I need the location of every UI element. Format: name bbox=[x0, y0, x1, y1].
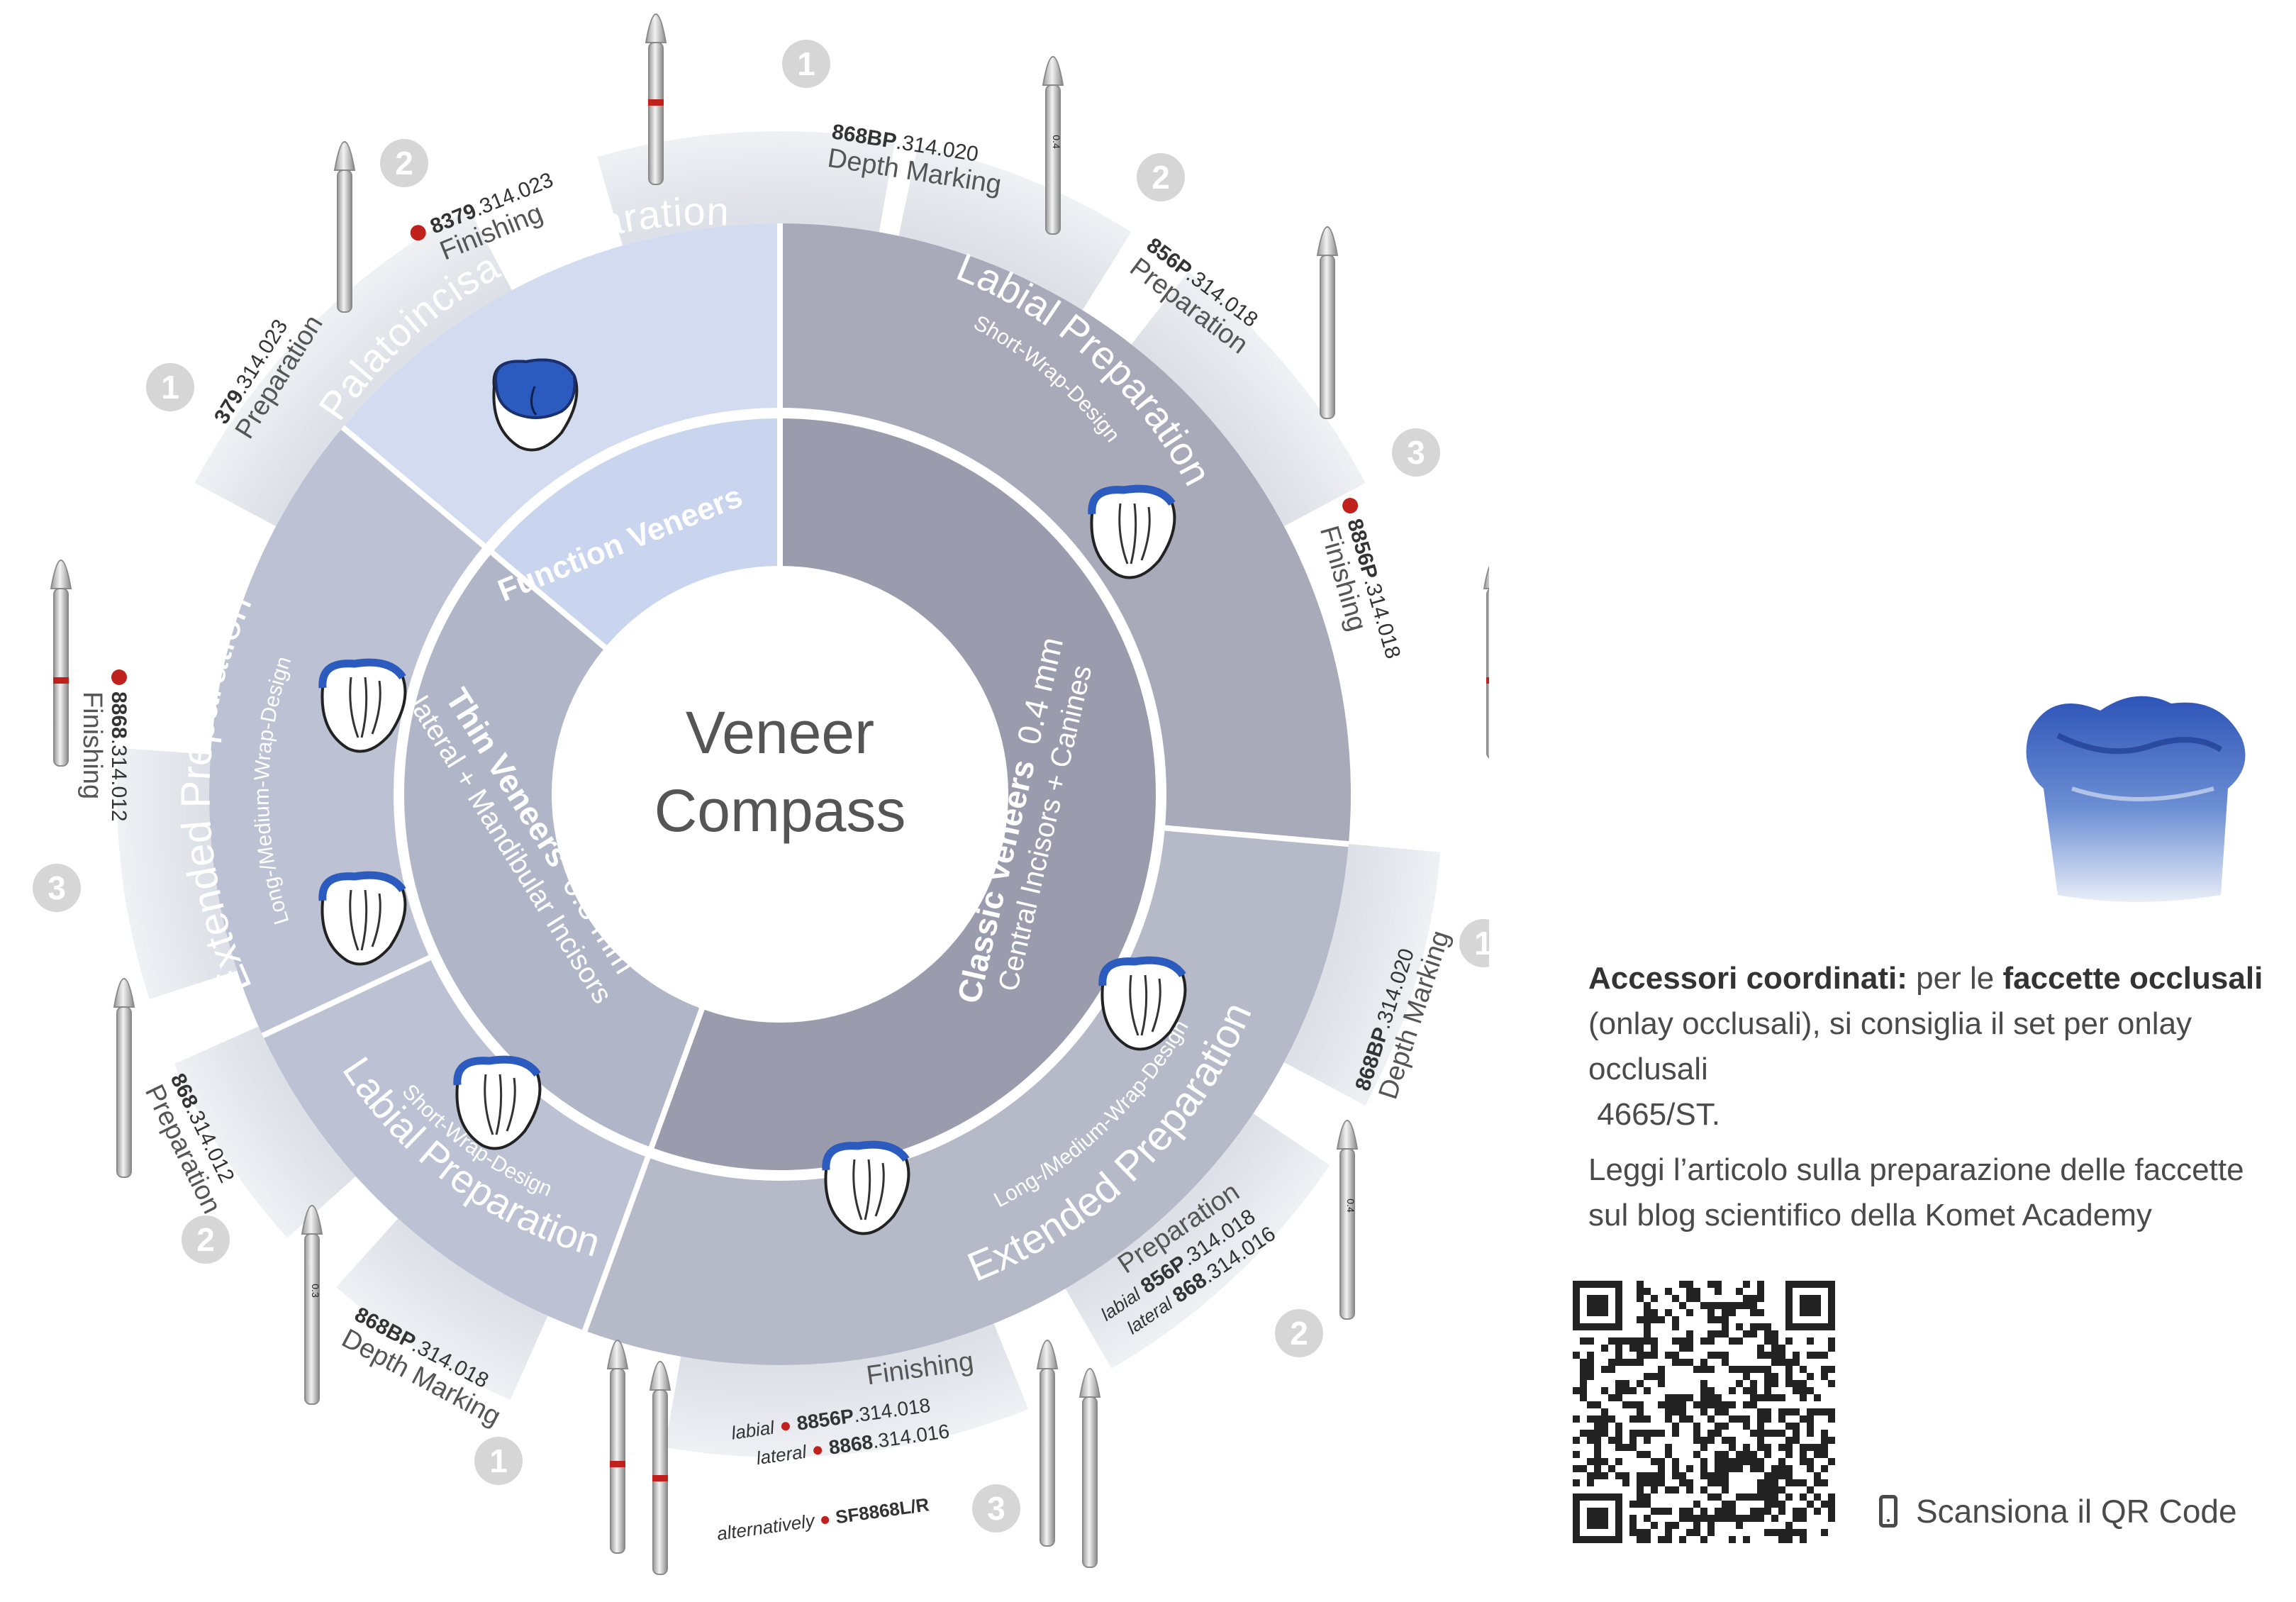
bur-8856p-extended bbox=[606, 1340, 629, 1554]
article-note: Leggi l’articolo sulla preparazione dell… bbox=[1588, 1147, 2283, 1238]
thin-lab-step-1-number: 1 bbox=[489, 1442, 508, 1479]
label-band-2 bbox=[597, 131, 896, 246]
thin-inner-wedge bbox=[403, 552, 703, 1148]
lab-step-2-number: 2 bbox=[1152, 159, 1170, 196]
svg-text:0.4: 0.4 bbox=[1051, 135, 1062, 149]
bur-856p-extended bbox=[1036, 1340, 1059, 1547]
bur-868bp-thin: 0.3 bbox=[301, 1205, 323, 1405]
thin-lab-step-2-number: 2 bbox=[196, 1221, 215, 1258]
burs: 0.4 0.4 0.3 bbox=[50, 13, 1489, 1575]
bur-379 bbox=[333, 141, 356, 313]
classic-inner-wedge bbox=[651, 418, 1156, 1170]
lab-step-2-circle bbox=[1137, 153, 1185, 201]
ext-step-1-circle bbox=[1459, 919, 1489, 967]
label-band-8 bbox=[336, 1218, 548, 1401]
bur-868-extended bbox=[1079, 1368, 1101, 1568]
accessories-text-1: per le bbox=[1916, 961, 1995, 996]
pal-step-2-number: 2 bbox=[395, 145, 413, 182]
lab-step-1-circle bbox=[782, 40, 830, 88]
article-line1: Leggi l’articolo sulla preparazione dell… bbox=[1588, 1152, 2244, 1187]
wedge-divider-5 bbox=[261, 955, 431, 1038]
wedge-divider-1 bbox=[340, 425, 608, 651]
label-band-7 bbox=[664, 1323, 1029, 1457]
thin-lab-step-2-circle bbox=[182, 1216, 230, 1264]
svg-text:0.3: 0.3 bbox=[310, 1284, 321, 1298]
labial-thin-wedge bbox=[262, 957, 648, 1331]
pal-step-1-circle bbox=[146, 363, 194, 411]
scan-label: Scansiona il QR Code bbox=[1916, 1493, 2237, 1530]
bur-868bp-extended: 0.4 bbox=[1336, 1120, 1359, 1320]
accessories-text-2: (onlay occlusali), si consiglia il set p… bbox=[1588, 1006, 2192, 1086]
label-band-1 bbox=[194, 208, 513, 527]
extended-thin-tooth-1 bbox=[318, 658, 407, 753]
labial-thin-tooth bbox=[453, 1055, 542, 1150]
ext-step-3-alternative: alternatively ● SF8868L/R bbox=[715, 1493, 930, 1545]
pal-step-2-label-dot bbox=[410, 225, 426, 241]
thin-lab-step-1-circle bbox=[474, 1437, 523, 1485]
veneer-compass-diagram: Palatoincisal Preparation Labial Prepara… bbox=[33, 13, 1489, 1575]
bur-856p bbox=[1316, 226, 1339, 419]
thin-ext-step-3-label-code: 8868.314.012 bbox=[107, 691, 130, 822]
bur-868-thin bbox=[113, 978, 135, 1178]
lab-step-3-circle bbox=[1392, 428, 1440, 477]
label-band-9 bbox=[174, 1026, 356, 1238]
function-inner-wedge bbox=[491, 418, 780, 649]
ext-step-1-number: 1 bbox=[1474, 925, 1489, 962]
center-title-line2: Compass bbox=[654, 777, 906, 844]
qr-code[interactable] bbox=[1573, 1281, 1835, 1543]
accessories-bold: faccette occlusali bbox=[2002, 961, 2263, 996]
pal-step-1-number: 1 bbox=[161, 369, 179, 406]
thin-ext-step-3-label-action: Finishing bbox=[77, 691, 107, 799]
labial-classic-tooth bbox=[1088, 484, 1176, 579]
lab-step-3-number: 3 bbox=[1407, 434, 1425, 471]
ext-step-2-number: 2 bbox=[1290, 1315, 1308, 1352]
bur-8856p bbox=[1483, 565, 1489, 759]
thin-ext-step-3-label-dot bbox=[111, 669, 127, 685]
wedge-divider-4 bbox=[581, 1006, 706, 1332]
accessories-label: Accessori coordinati: bbox=[1588, 961, 1907, 996]
label-band-6 bbox=[1065, 1113, 1330, 1369]
ext-step-3-number: 3 bbox=[987, 1490, 1005, 1527]
scan-qr-hint: Scansiona il QR Code bbox=[1879, 1492, 2237, 1530]
center-disc bbox=[552, 566, 1008, 1023]
label-band-3 bbox=[898, 145, 1132, 311]
label-band-5 bbox=[1283, 844, 1441, 1106]
tooth-icons bbox=[318, 358, 1187, 1235]
lab-step-3-label-dot bbox=[1342, 498, 1359, 514]
accessories-note: Accessori coordinati: per le faccette oc… bbox=[1588, 956, 2283, 1137]
pal-step-2-circle bbox=[380, 139, 428, 187]
bur-8868-extended bbox=[649, 1361, 671, 1575]
accessories-set: 4665/ST. bbox=[1597, 1097, 1720, 1132]
onlay-tooth-image bbox=[2008, 682, 2263, 909]
bur-label-bands bbox=[117, 131, 1441, 1457]
extended-classic-tooth-1 bbox=[1098, 956, 1187, 1051]
ext-step-2-circle bbox=[1275, 1309, 1323, 1357]
ext-step-3-circle bbox=[972, 1484, 1020, 1533]
phone-icon bbox=[1879, 1495, 1897, 1528]
article-line2: sul blog scientifico della Komet Academy bbox=[1588, 1198, 2152, 1233]
lab-step-1-number: 1 bbox=[797, 45, 815, 82]
bur-8868-thin bbox=[50, 560, 72, 767]
extended-thin-tooth-2 bbox=[318, 871, 407, 966]
svg-text:0.4: 0.4 bbox=[1345, 1198, 1356, 1213]
thin-ext-step-3-circle bbox=[33, 864, 81, 912]
labial-classic-wedge bbox=[780, 223, 1352, 845]
label-band-4 bbox=[1131, 272, 1366, 527]
bur-8379 bbox=[645, 13, 667, 185]
function-veneer-tooth bbox=[492, 358, 579, 452]
thin-ext-step-3-number: 3 bbox=[48, 869, 66, 906]
wedge-divider-3 bbox=[1164, 825, 1349, 847]
bur-868bp-classic: 0.4 bbox=[1042, 56, 1064, 235]
extended-classic-tooth-2 bbox=[822, 1140, 910, 1235]
label-band-10 bbox=[117, 747, 238, 999]
center-title-line1: Veneer bbox=[686, 699, 874, 766]
